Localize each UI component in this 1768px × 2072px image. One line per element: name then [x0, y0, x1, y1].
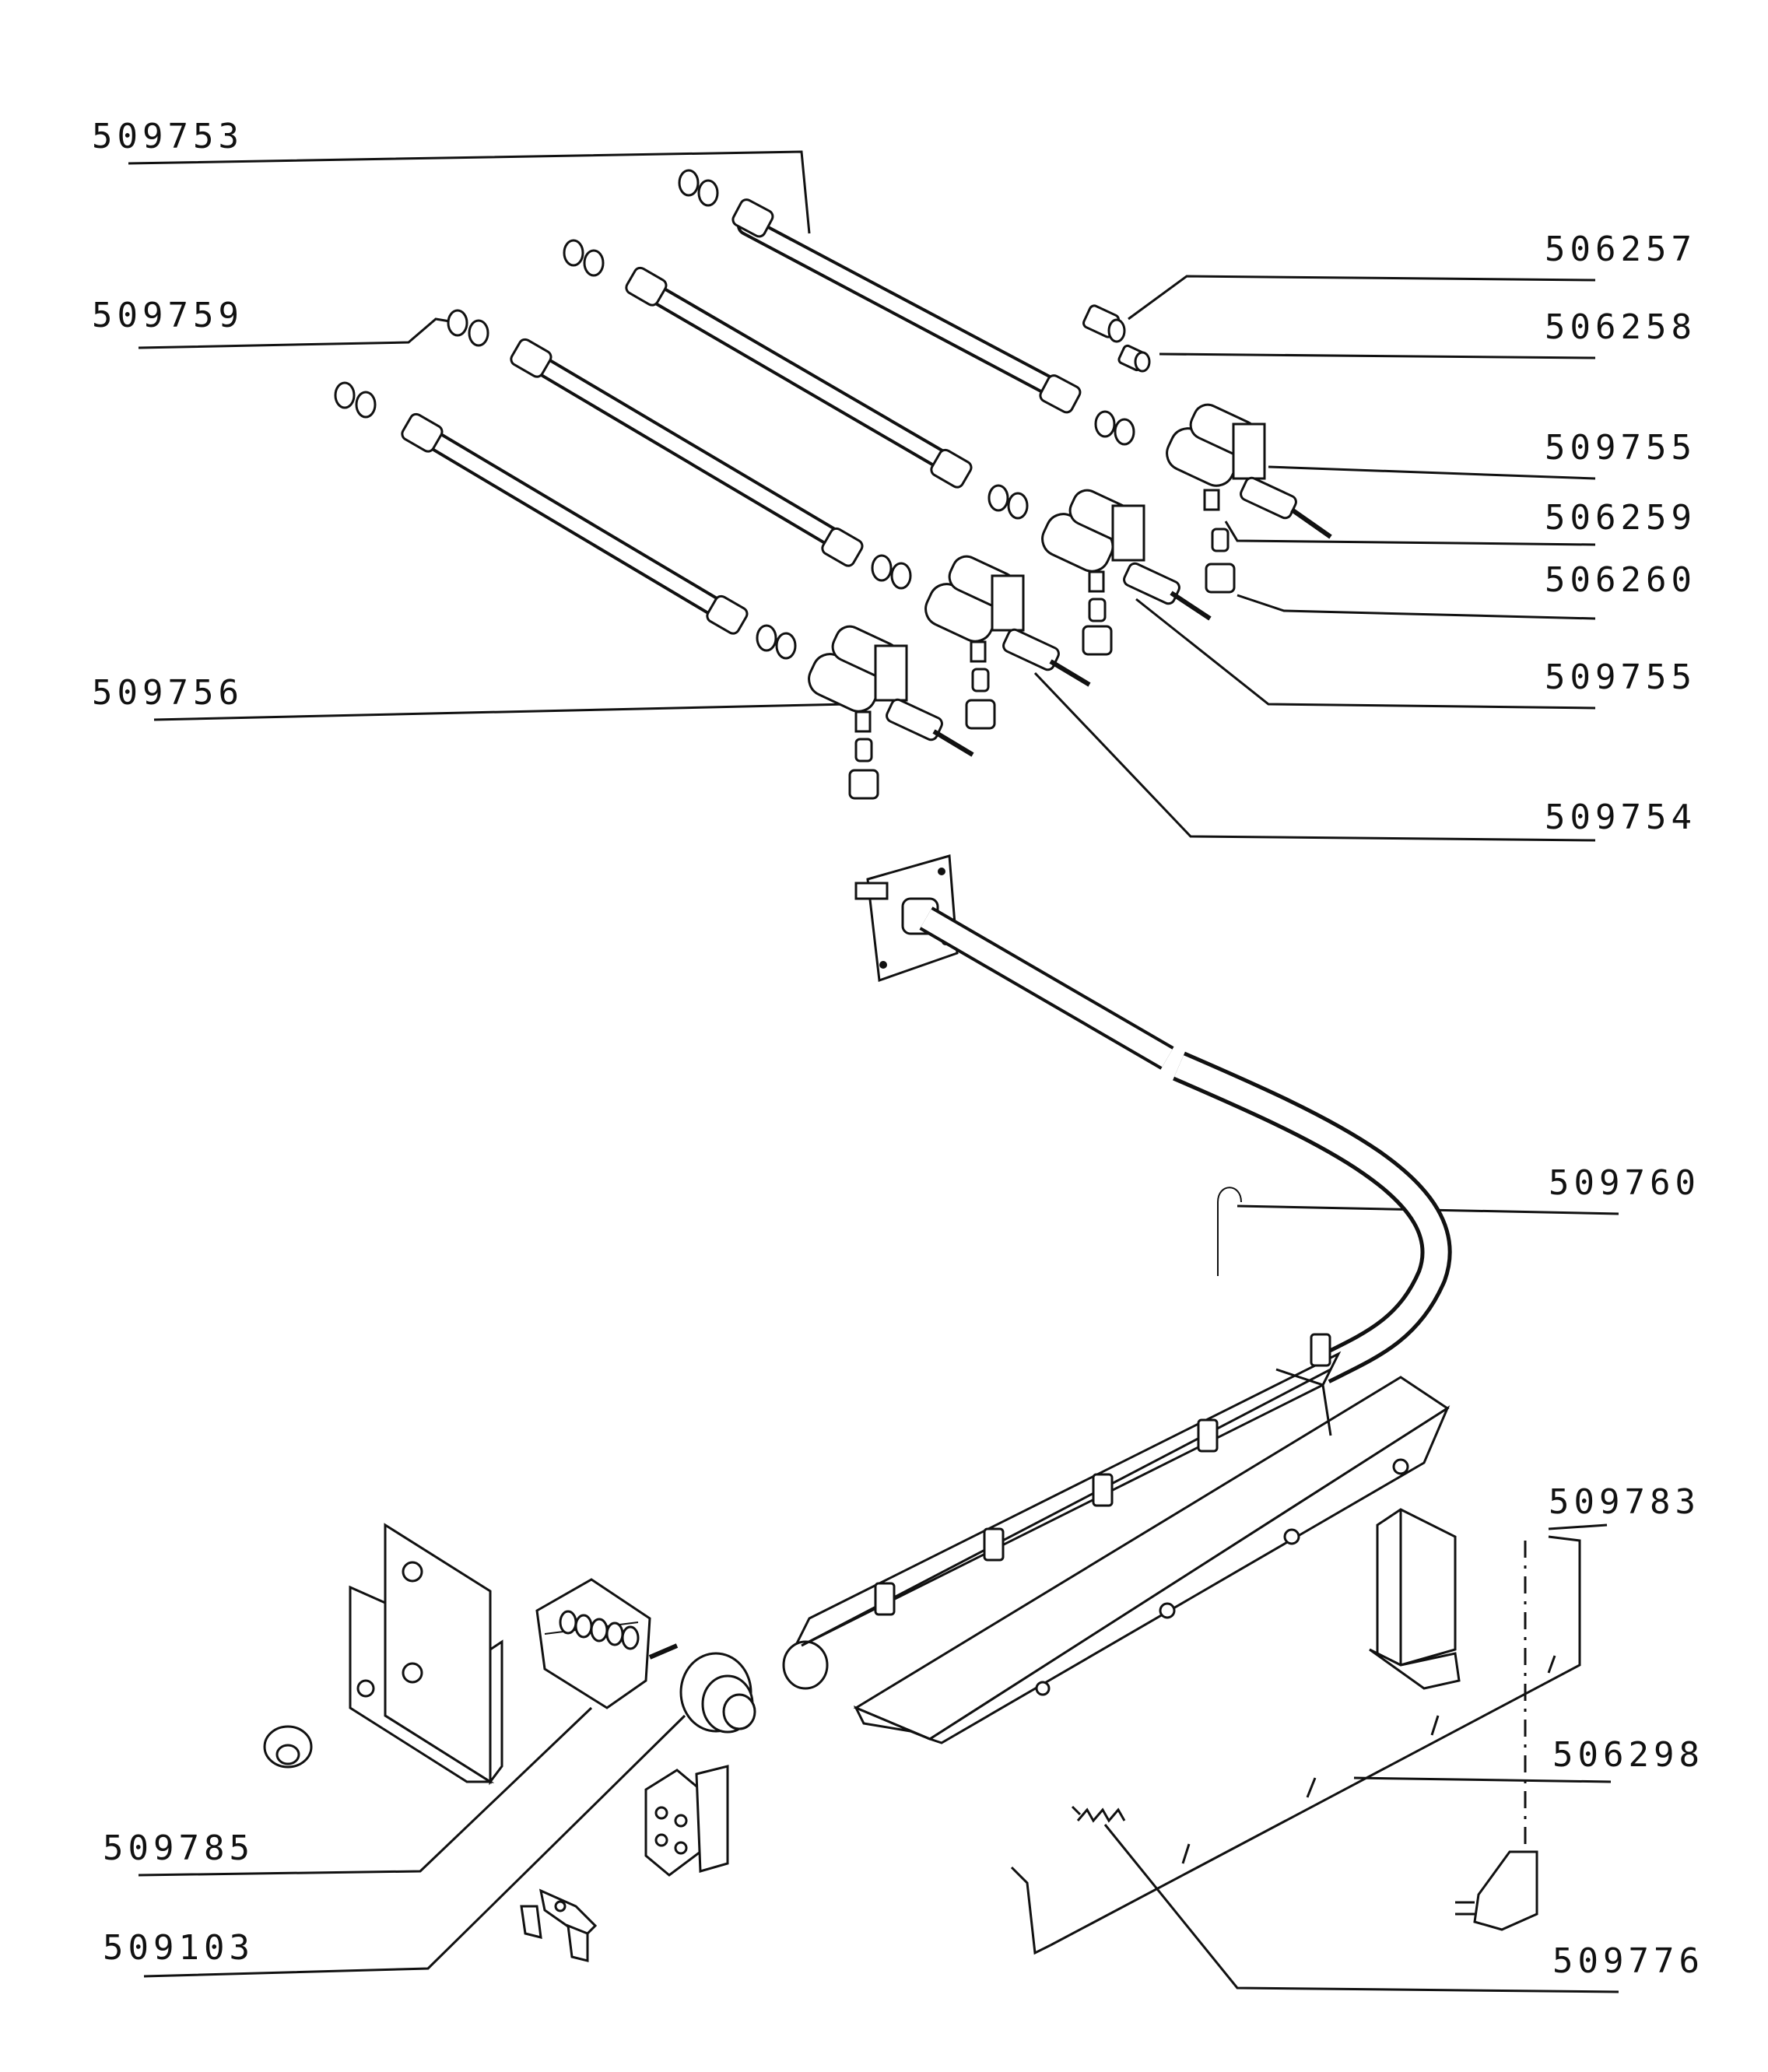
leader-506298 [1353, 1776, 1612, 1783]
leader-506259 [1224, 521, 1596, 546]
tube-2 [563, 239, 1029, 520]
injector-nozzles [874, 1333, 1331, 1616]
leader-506258 [1159, 352, 1596, 359]
callout-509783: 509783 [1549, 1482, 1700, 1522]
tube-4 [334, 381, 797, 660]
shield-plate [349, 1523, 503, 1786]
callout-labels: 509753 509759 506257 506258 509755 50625… [92, 117, 1704, 1981]
callout-509753: 509753 [92, 117, 244, 156]
power-plug [1473, 1850, 1538, 1931]
fitting-506257 [1082, 304, 1126, 343]
leader-506257 [1128, 275, 1596, 321]
knob-509103 [679, 1652, 756, 1734]
valve-509756 [808, 625, 974, 800]
leader-509776 [1103, 1824, 1619, 1993]
callout-509756: 509756 [92, 673, 244, 713]
callout-506258: 506258 [1545, 307, 1696, 347]
leader-509785 [138, 1706, 593, 1877]
leader-509756 [153, 703, 849, 721]
callout-506257: 506257 [1545, 230, 1696, 269]
callout-509103: 509103 [103, 1928, 254, 1968]
leader-506260 [1237, 594, 1596, 620]
spring-509776 [1071, 1805, 1126, 1823]
callout-509776: 509776 [1552, 1941, 1704, 1981]
grommet [263, 1725, 313, 1769]
wire-harness-506298 [1010, 1535, 1581, 1955]
callout-509755-lower: 509755 [1545, 657, 1696, 697]
callout-509754: 509754 [1545, 798, 1696, 837]
valve-509754 [924, 555, 1091, 730]
callout-509785: 509785 [103, 1828, 254, 1868]
callout-506298: 506298 [1552, 1735, 1704, 1775]
callout-509760: 509760 [1549, 1163, 1700, 1203]
clips [520, 1888, 598, 1962]
main-gas-pipe [854, 854, 1452, 1383]
callout-509759: 509759 [92, 296, 244, 335]
gas-tubes [334, 169, 1135, 660]
leader-509754 [1033, 671, 1596, 842]
leader-509755-lower [1135, 598, 1596, 710]
callout-509755-upper: 509755 [1545, 428, 1696, 468]
valve-509755-upper [1166, 403, 1332, 594]
selector-switch-509785 [535, 1578, 679, 1709]
tube-3 [447, 309, 912, 590]
callout-506260: 506260 [1545, 560, 1696, 600]
valve-509755-lower [1041, 489, 1212, 656]
terminal-block [644, 1765, 729, 1877]
leader-509103 [143, 1714, 686, 1978]
leader-lines [128, 150, 1619, 1993]
burner-rail [782, 1333, 1451, 1744]
callout-506259: 506259 [1545, 498, 1696, 538]
leader-509753 [128, 150, 811, 234]
tube-1 [678, 169, 1135, 446]
leader-509755-upper [1268, 465, 1596, 480]
fitting-506258 [1117, 344, 1151, 373]
bracket-509783 [1369, 1508, 1461, 1690]
gas-valves [808, 403, 1332, 800]
leader-509783 [1548, 1523, 1608, 1530]
